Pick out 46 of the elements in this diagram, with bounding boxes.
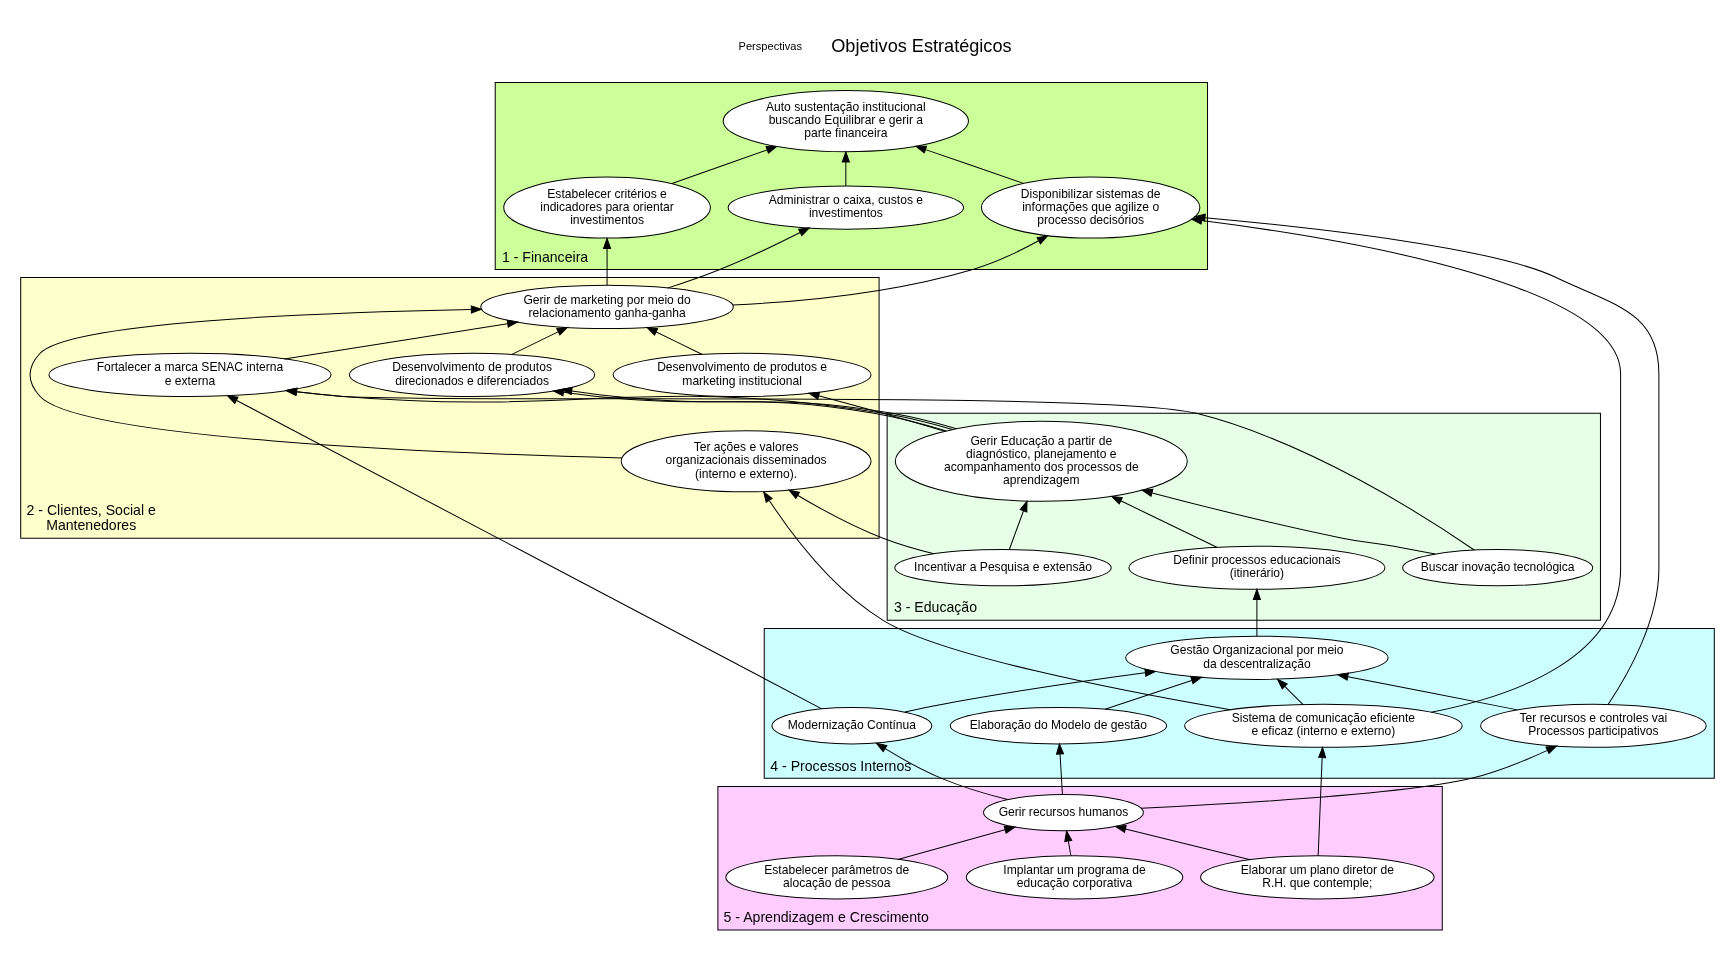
arrow (510, 326, 569, 355)
arrow (807, 391, 946, 432)
arrow (1276, 677, 1304, 705)
arrow (732, 234, 1049, 305)
arrow (897, 825, 1017, 860)
node-ellipse: Elaboração do Modelo de gestão (949, 706, 1168, 744)
arrow (787, 488, 935, 554)
node-ellipse: Ter ações e valores organizacionais disseminados (interno e externo). (620, 429, 872, 492)
arrow (1114, 824, 1251, 860)
node-ellipse: Administrar o caixa, custos e investimentos (727, 184, 965, 230)
arrow (762, 490, 1231, 710)
arrow (1140, 744, 1558, 809)
arrow (666, 226, 811, 289)
node-ellipse: Elaborar um plano diretor de R.H. que contemple; (1200, 854, 1435, 899)
arrow (914, 145, 1024, 184)
node-ellipse: Modernização Contínua (771, 706, 933, 744)
node-ellipse: Estabelecer critérios e indicadores para orientar investimentos (503, 176, 711, 239)
arrow (1055, 741, 1065, 795)
arrow (29, 304, 623, 458)
node-ellipse: Gerir Educação a partir de diagnóstico, planejamento e acompanhamento dos processos de aprendizagem (894, 420, 1188, 502)
node-ellipse: Implantar um programa de educação corporativa (965, 854, 1184, 899)
arrow (1064, 829, 1073, 856)
node-ellipse: Buscar inovação tecnológica (1402, 548, 1594, 586)
node-ellipse: Estabelecer parâmetros de alocação de pessoa (725, 854, 949, 899)
label: Objetivos Estratégicos (831, 35, 1012, 56)
arrow (645, 326, 703, 355)
arrow (1336, 672, 1518, 710)
label: Perspectivas (738, 39, 802, 52)
arrow (283, 319, 520, 359)
arrow (602, 236, 612, 286)
arrow (1110, 495, 1218, 548)
arrow (1008, 499, 1028, 550)
arrow (875, 741, 1009, 800)
arrow (1317, 745, 1327, 856)
node-ellipse: Ter recursos e controles vai Processos participativos (1480, 703, 1707, 748)
node-ellipse: Desenvolvimento de produtos e marketing institucional (612, 352, 872, 397)
node-ellipse: Incentivar a Pesquisa e extensão (894, 548, 1112, 586)
node-ellipse: Sistema de comunicação eficiente e eficaz (interno e externo) (1184, 703, 1463, 748)
arrow (226, 394, 823, 709)
arrow (1140, 488, 1436, 555)
arrow (904, 668, 1157, 712)
arrow (1104, 676, 1203, 710)
arrow (841, 149, 851, 187)
node-ellipse: Definir processos educacionais (itinerário) (1128, 545, 1386, 590)
arrow (671, 145, 779, 184)
arrow (1252, 587, 1262, 637)
